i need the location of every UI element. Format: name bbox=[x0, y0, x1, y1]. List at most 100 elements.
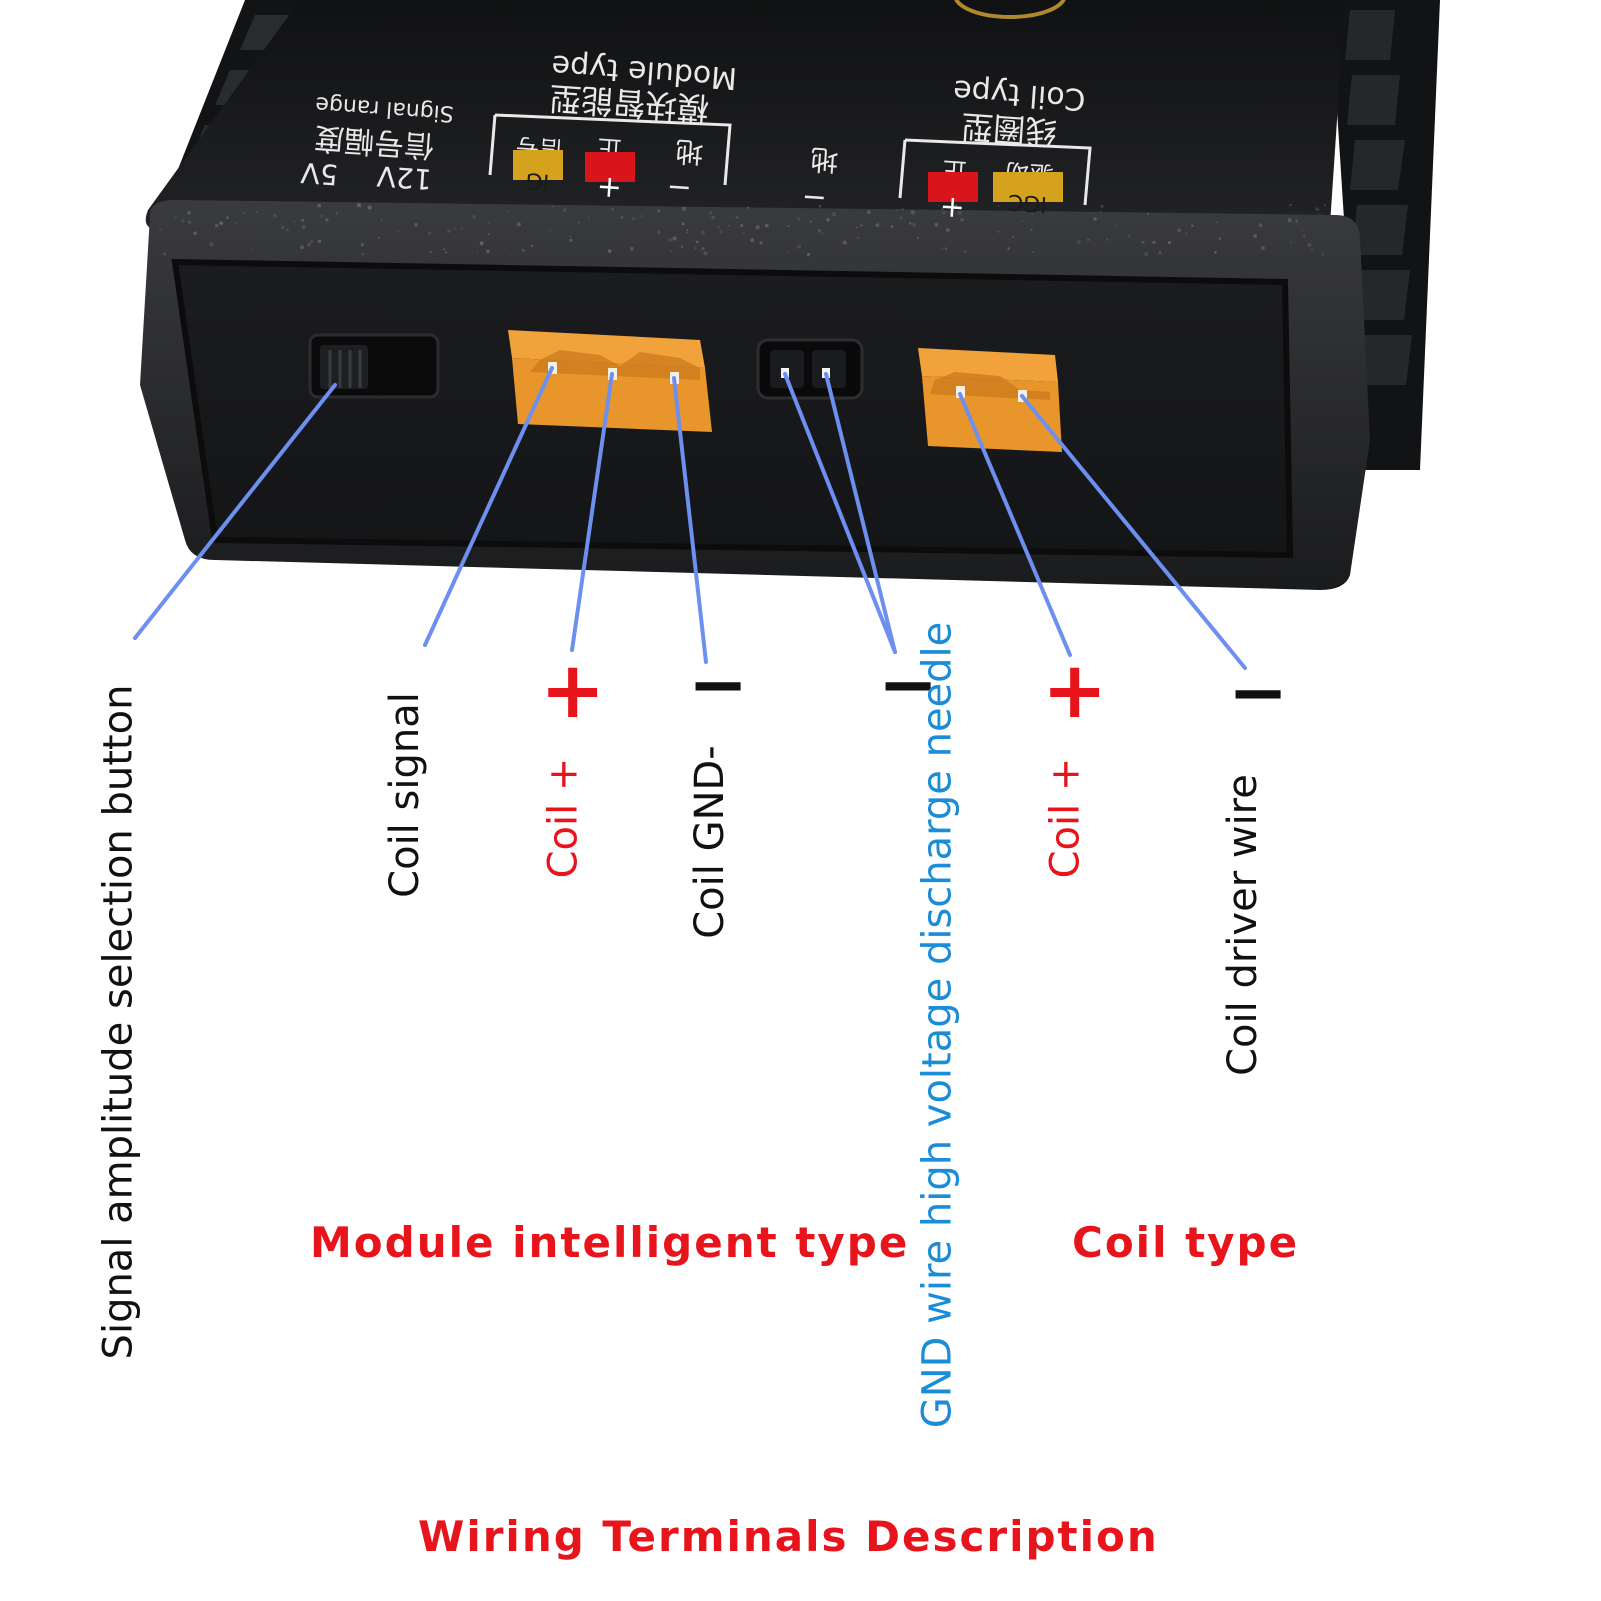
texture-dot bbox=[717, 225, 720, 229]
texture-dot bbox=[695, 240, 699, 244]
texture-dot bbox=[1030, 228, 1033, 231]
texture-dot bbox=[306, 242, 311, 247]
texture-dot bbox=[735, 216, 739, 219]
panel-signal-range-cn: 信号幅度 bbox=[313, 120, 435, 163]
texture-dot bbox=[1141, 240, 1145, 244]
texture-dot bbox=[856, 236, 860, 240]
texture-dot bbox=[681, 222, 685, 226]
texture-dot bbox=[442, 247, 446, 251]
texture-dot bbox=[1152, 240, 1156, 245]
panel-plus-badge-1 bbox=[585, 152, 635, 182]
texture-dot bbox=[521, 248, 526, 252]
panel-plus-2: + bbox=[939, 189, 967, 226]
texture-dot bbox=[860, 224, 863, 227]
texture-dot bbox=[1303, 234, 1306, 237]
texture-dot bbox=[672, 236, 677, 241]
module-box-outline bbox=[488, 113, 732, 186]
texture-dot bbox=[380, 219, 383, 221]
texture-dot bbox=[701, 247, 705, 251]
panel-igc-badge bbox=[993, 172, 1063, 202]
texture-dot bbox=[910, 210, 915, 215]
texture-dot bbox=[826, 217, 830, 222]
texture-dot bbox=[964, 250, 967, 253]
texture-dot bbox=[214, 223, 219, 228]
texture-dot bbox=[657, 230, 661, 235]
texture-dot bbox=[552, 205, 555, 208]
casing-texture bbox=[158, 203, 1326, 257]
texture-dot bbox=[912, 222, 916, 227]
texture-dot bbox=[942, 211, 946, 215]
panel-igc: IGC bbox=[1007, 189, 1048, 217]
texture-dot bbox=[960, 217, 964, 222]
texture-dot bbox=[325, 218, 329, 222]
texture-dot bbox=[479, 241, 484, 246]
texture-dot bbox=[562, 208, 567, 212]
texture-dot bbox=[1311, 248, 1314, 251]
texture-dot bbox=[630, 246, 634, 251]
texture-dot bbox=[719, 230, 723, 234]
pointer-coil-signal bbox=[423, 366, 554, 647]
texture-dot bbox=[703, 251, 708, 256]
texture-dot bbox=[901, 207, 904, 211]
texture-dot bbox=[187, 210, 191, 215]
texture-dot bbox=[1321, 253, 1324, 256]
texture-dot bbox=[286, 228, 289, 232]
texture-dot bbox=[187, 220, 191, 224]
texture-dot bbox=[209, 242, 214, 247]
sign-plus-coil: + bbox=[1042, 646, 1108, 736]
panel-plus-badge-2 bbox=[928, 172, 978, 202]
texture-dot bbox=[832, 212, 837, 217]
pointer-coil-driver bbox=[1020, 394, 1247, 670]
texture-dot bbox=[632, 218, 634, 220]
texture-dot bbox=[1261, 246, 1265, 250]
texture-dot bbox=[759, 241, 763, 245]
texture-dot bbox=[1318, 212, 1321, 215]
texture-dot bbox=[300, 245, 304, 250]
texture-dot bbox=[472, 215, 477, 219]
texture-dot bbox=[317, 239, 322, 243]
texture-dot bbox=[945, 227, 950, 232]
texture-dot bbox=[293, 220, 295, 223]
texture-dot bbox=[607, 249, 612, 254]
texture-dot bbox=[569, 238, 573, 242]
texture-dot bbox=[273, 213, 277, 218]
texture-dot bbox=[309, 239, 314, 244]
texture-dot bbox=[818, 204, 822, 208]
sign-minus-module: − bbox=[688, 642, 749, 726]
texture-dot bbox=[428, 231, 432, 235]
texture-dot bbox=[620, 216, 624, 219]
texture-dot bbox=[632, 216, 636, 221]
texture-dot bbox=[577, 221, 580, 224]
texture-dot bbox=[711, 215, 716, 220]
texture-dot bbox=[742, 232, 745, 234]
label-coil-plus-module: Coil + bbox=[539, 757, 586, 879]
panel-ground-cn-2: 地 bbox=[809, 142, 839, 177]
texture-dot bbox=[821, 232, 824, 235]
module-connector bbox=[508, 330, 712, 432]
texture-dot bbox=[414, 222, 418, 227]
texture-dot bbox=[842, 240, 847, 245]
texture-dot bbox=[1146, 212, 1150, 216]
texture-dot bbox=[997, 204, 1000, 207]
texture-dot bbox=[396, 230, 400, 233]
panel-coil-type-cn: 线圈型 bbox=[960, 107, 1058, 152]
gnd-connector bbox=[756, 338, 864, 400]
group-module-intelligent-type: Module intelligent type bbox=[310, 1218, 910, 1267]
texture-dot bbox=[1258, 223, 1263, 228]
texture-dot bbox=[1216, 221, 1219, 224]
texture-dot bbox=[158, 228, 162, 231]
texture-dot bbox=[728, 224, 730, 227]
signal-switch bbox=[308, 333, 440, 399]
texture-dot bbox=[1295, 219, 1299, 223]
sign-plus-module: + bbox=[540, 646, 606, 736]
texture-dot bbox=[1324, 204, 1326, 207]
panel-ig-badge bbox=[513, 150, 563, 180]
panel-12v: 12V bbox=[376, 159, 433, 196]
texture-dot bbox=[1158, 251, 1162, 255]
texture-dot bbox=[867, 210, 871, 214]
texture-dot bbox=[587, 216, 590, 219]
texture-dot bbox=[700, 230, 706, 235]
texture-dot bbox=[680, 245, 684, 249]
panel-ig: IG bbox=[525, 167, 550, 194]
